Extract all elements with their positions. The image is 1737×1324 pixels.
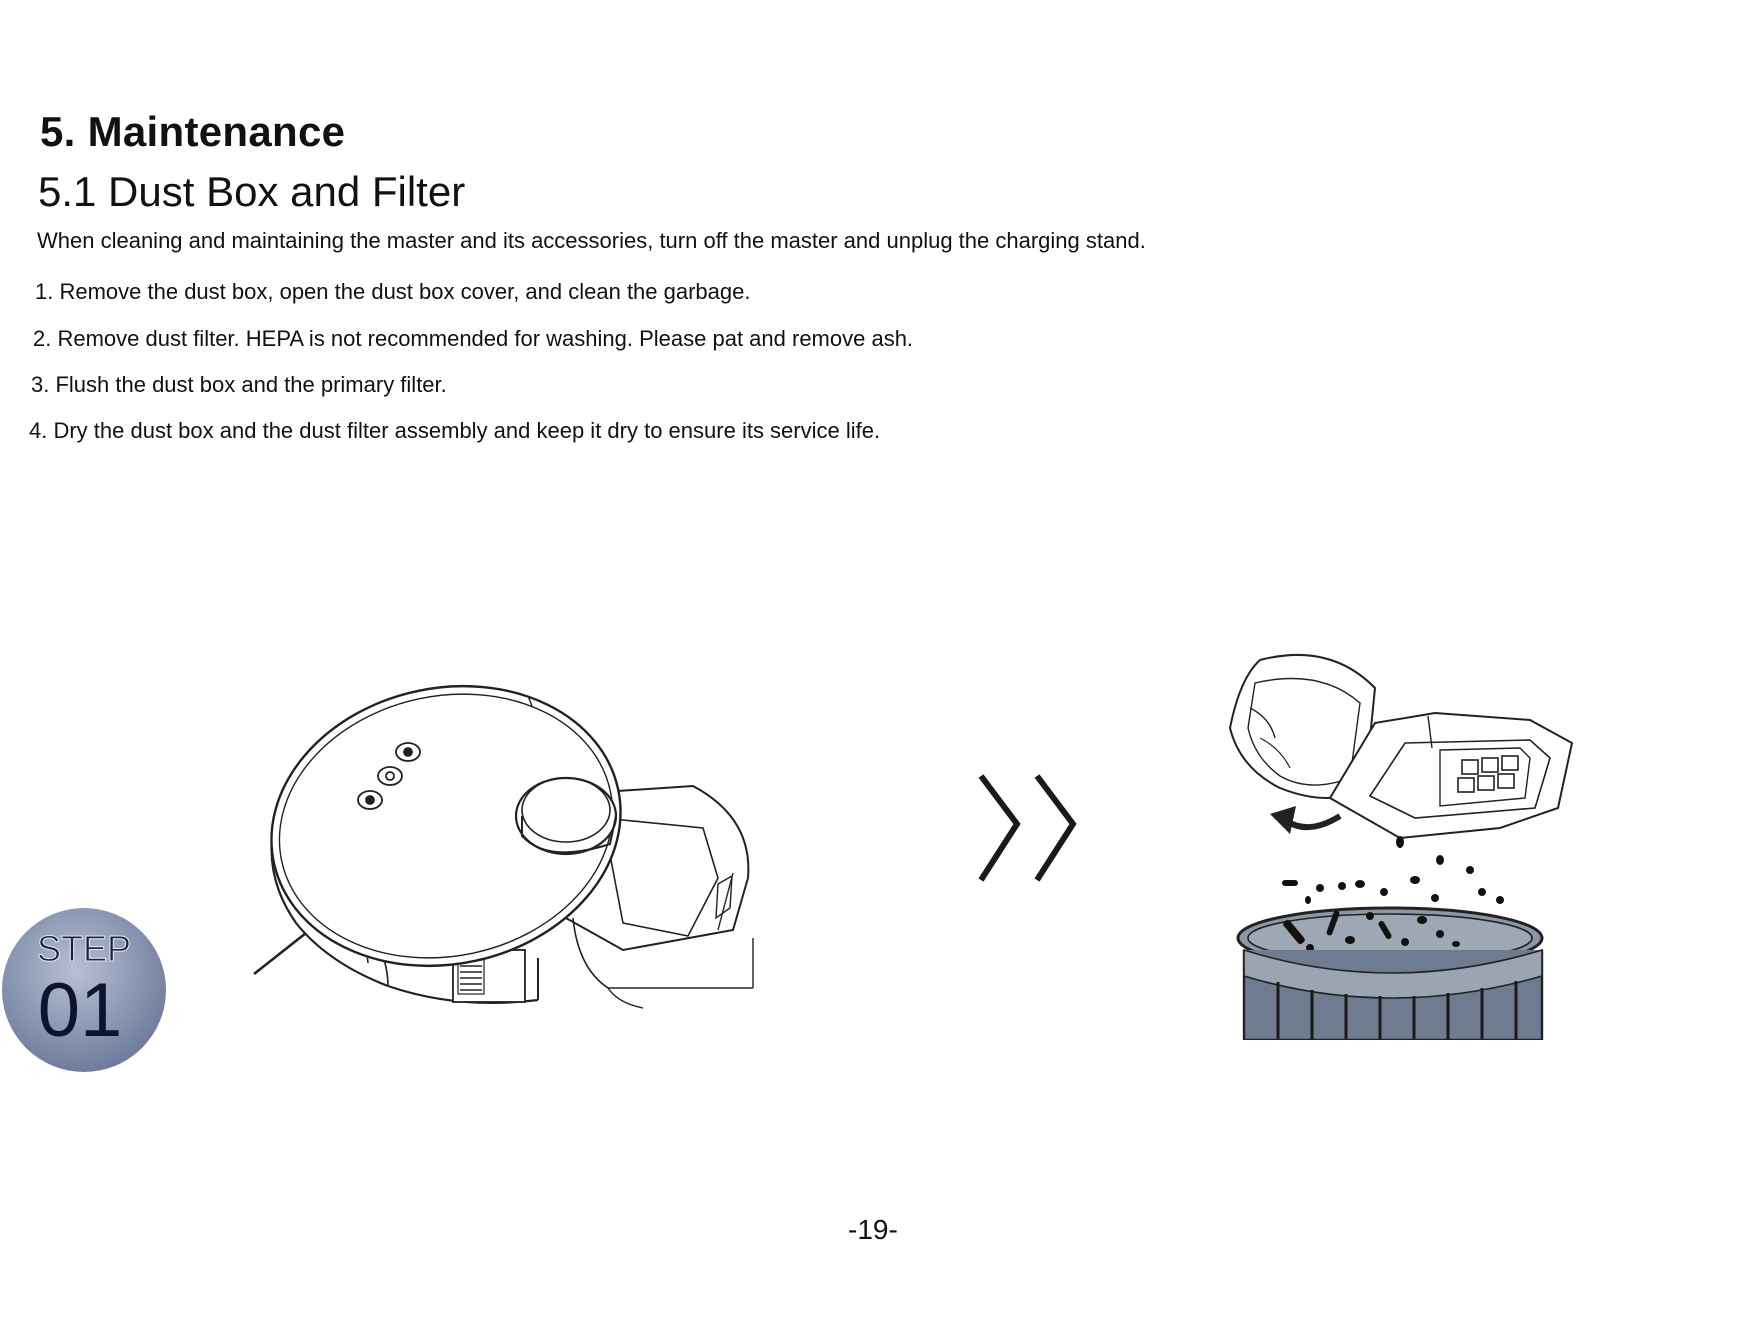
section-title: 5. Maintenance xyxy=(40,108,346,155)
step-badge-number: 01 xyxy=(38,968,123,1053)
robot-vacuum-illustration xyxy=(253,684,754,1009)
page-number: -19- xyxy=(848,1214,898,1245)
instruction-step-3: 3. Flush the dust box and the primary fi… xyxy=(31,372,447,397)
intro-paragraph: When cleaning and maintaining the master… xyxy=(37,228,1146,253)
instruction-step-2: 2. Remove dust filter. HEPA is not recom… xyxy=(33,326,914,351)
instruction-step-4: 4. Dry the dust box and the dust filter … xyxy=(29,418,881,443)
subsection-title: 5.1 Dust Box and Filter xyxy=(38,168,466,215)
step-badge-label: STEP xyxy=(37,928,131,969)
step-badge: STEP 01 xyxy=(2,908,166,1072)
double-chevron-right-icon xyxy=(978,774,1077,882)
dust-box-emptying-illustration xyxy=(1228,654,1574,1040)
instruction-step-1: 1. Remove the dust box, open the dust bo… xyxy=(35,279,751,304)
